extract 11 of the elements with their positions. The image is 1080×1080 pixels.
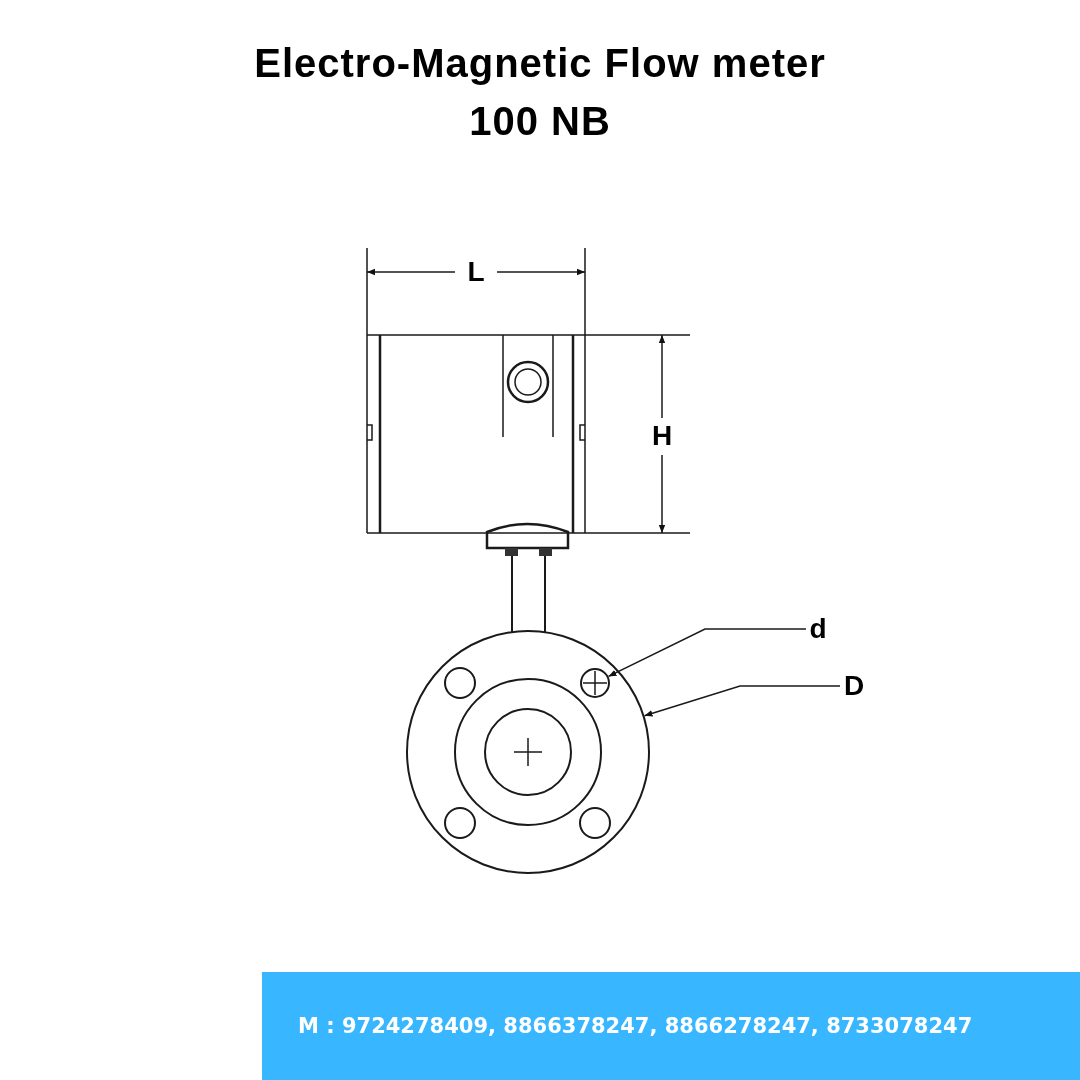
leader-line bbox=[607, 628, 807, 678]
dimension-label: H bbox=[650, 419, 674, 453]
flange-circle bbox=[406, 630, 650, 874]
leader-line bbox=[643, 685, 841, 717]
dimension-label: d bbox=[806, 612, 830, 646]
bolt-hole bbox=[580, 668, 610, 698]
contact-band bbox=[262, 972, 1080, 1080]
title: Electro-Magnetic Flow meter 100 NB bbox=[253, 40, 827, 145]
dimension-label: L bbox=[466, 255, 486, 289]
phone-numbers: M : 9724278409, 8866378247, 8866278247, 8733078247 bbox=[298, 1014, 973, 1038]
dimension-label: D bbox=[840, 669, 868, 703]
